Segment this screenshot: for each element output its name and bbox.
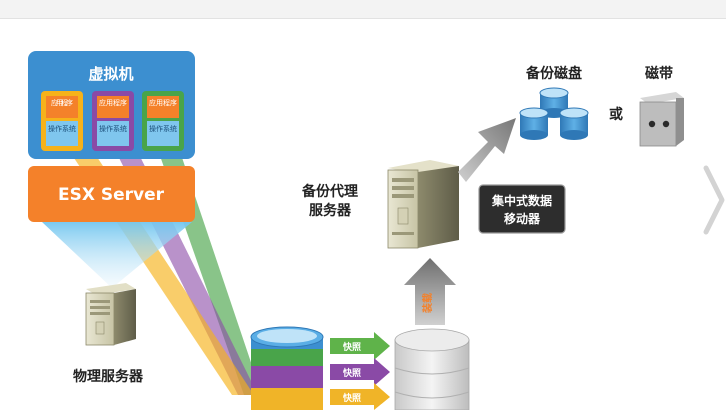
vm-2-os-box — [97, 121, 129, 146]
snapshot-label-1: 快照 — [343, 341, 361, 353]
backup-proxy-label-line2: 服务器 — [309, 202, 352, 219]
vm-datastore-icon — [250, 326, 324, 410]
snapshot-arrow-2 — [330, 358, 390, 386]
vm-3-os-box — [147, 121, 179, 146]
vm-1-os-label: 操作系统 — [48, 124, 76, 133]
backup-proxy-label-line1: 备份代理 — [301, 183, 358, 200]
vm-3-os-label: 操作系统 — [149, 124, 177, 133]
or-text: 或 — [609, 106, 623, 123]
physical-server-label: 物理服务器 — [73, 368, 144, 385]
data-mover-label-line2: 移动器 — [504, 211, 541, 226]
snapshot-label-2: 快照 — [343, 367, 361, 379]
vm-2-app-label: 应用程序 — [99, 98, 127, 107]
snapshot-arrow-1 — [330, 332, 390, 360]
proxy-to-disk-arrow — [458, 118, 516, 182]
snapshot-label-3: 快照 — [343, 392, 361, 404]
snapshot-store-icon — [394, 328, 470, 410]
vm-2-app-box — [97, 96, 129, 118]
load-arrow — [404, 258, 456, 325]
backup-disk-label: 备份磁盘 — [525, 65, 582, 82]
data-mover-box — [478, 184, 566, 234]
load-arrow-label: 装载 — [421, 293, 434, 314]
vm-1-app-box — [46, 96, 78, 118]
backup-proxy-server-icon — [387, 160, 459, 249]
vm-1-app-label: 应用程序 — [51, 98, 73, 107]
next-slide-chevron-icon[interactable] — [700, 160, 726, 240]
tape-label: 磁带 — [645, 65, 673, 82]
esx-server-bar — [28, 166, 195, 222]
tape-icon — [639, 92, 684, 147]
top-strip — [0, 0, 726, 19]
data-mover-label-line1: 集中式数据 — [491, 193, 552, 208]
vm-group-title: 虚拟机 — [88, 65, 133, 83]
vm-2-os-label: 操作系统 — [99, 124, 127, 133]
snapshot-arrow-3 — [330, 383, 390, 410]
vm-1-os-box — [46, 121, 78, 146]
physical-server-icon — [85, 283, 136, 346]
esx-server-label: ESX Server — [58, 185, 165, 205]
vm-3-app-label: 应用程序 — [149, 98, 177, 107]
beam-esx-physical — [42, 222, 192, 288]
backup-disk-icon — [519, 87, 589, 140]
vm-3-app-box — [147, 96, 179, 118]
